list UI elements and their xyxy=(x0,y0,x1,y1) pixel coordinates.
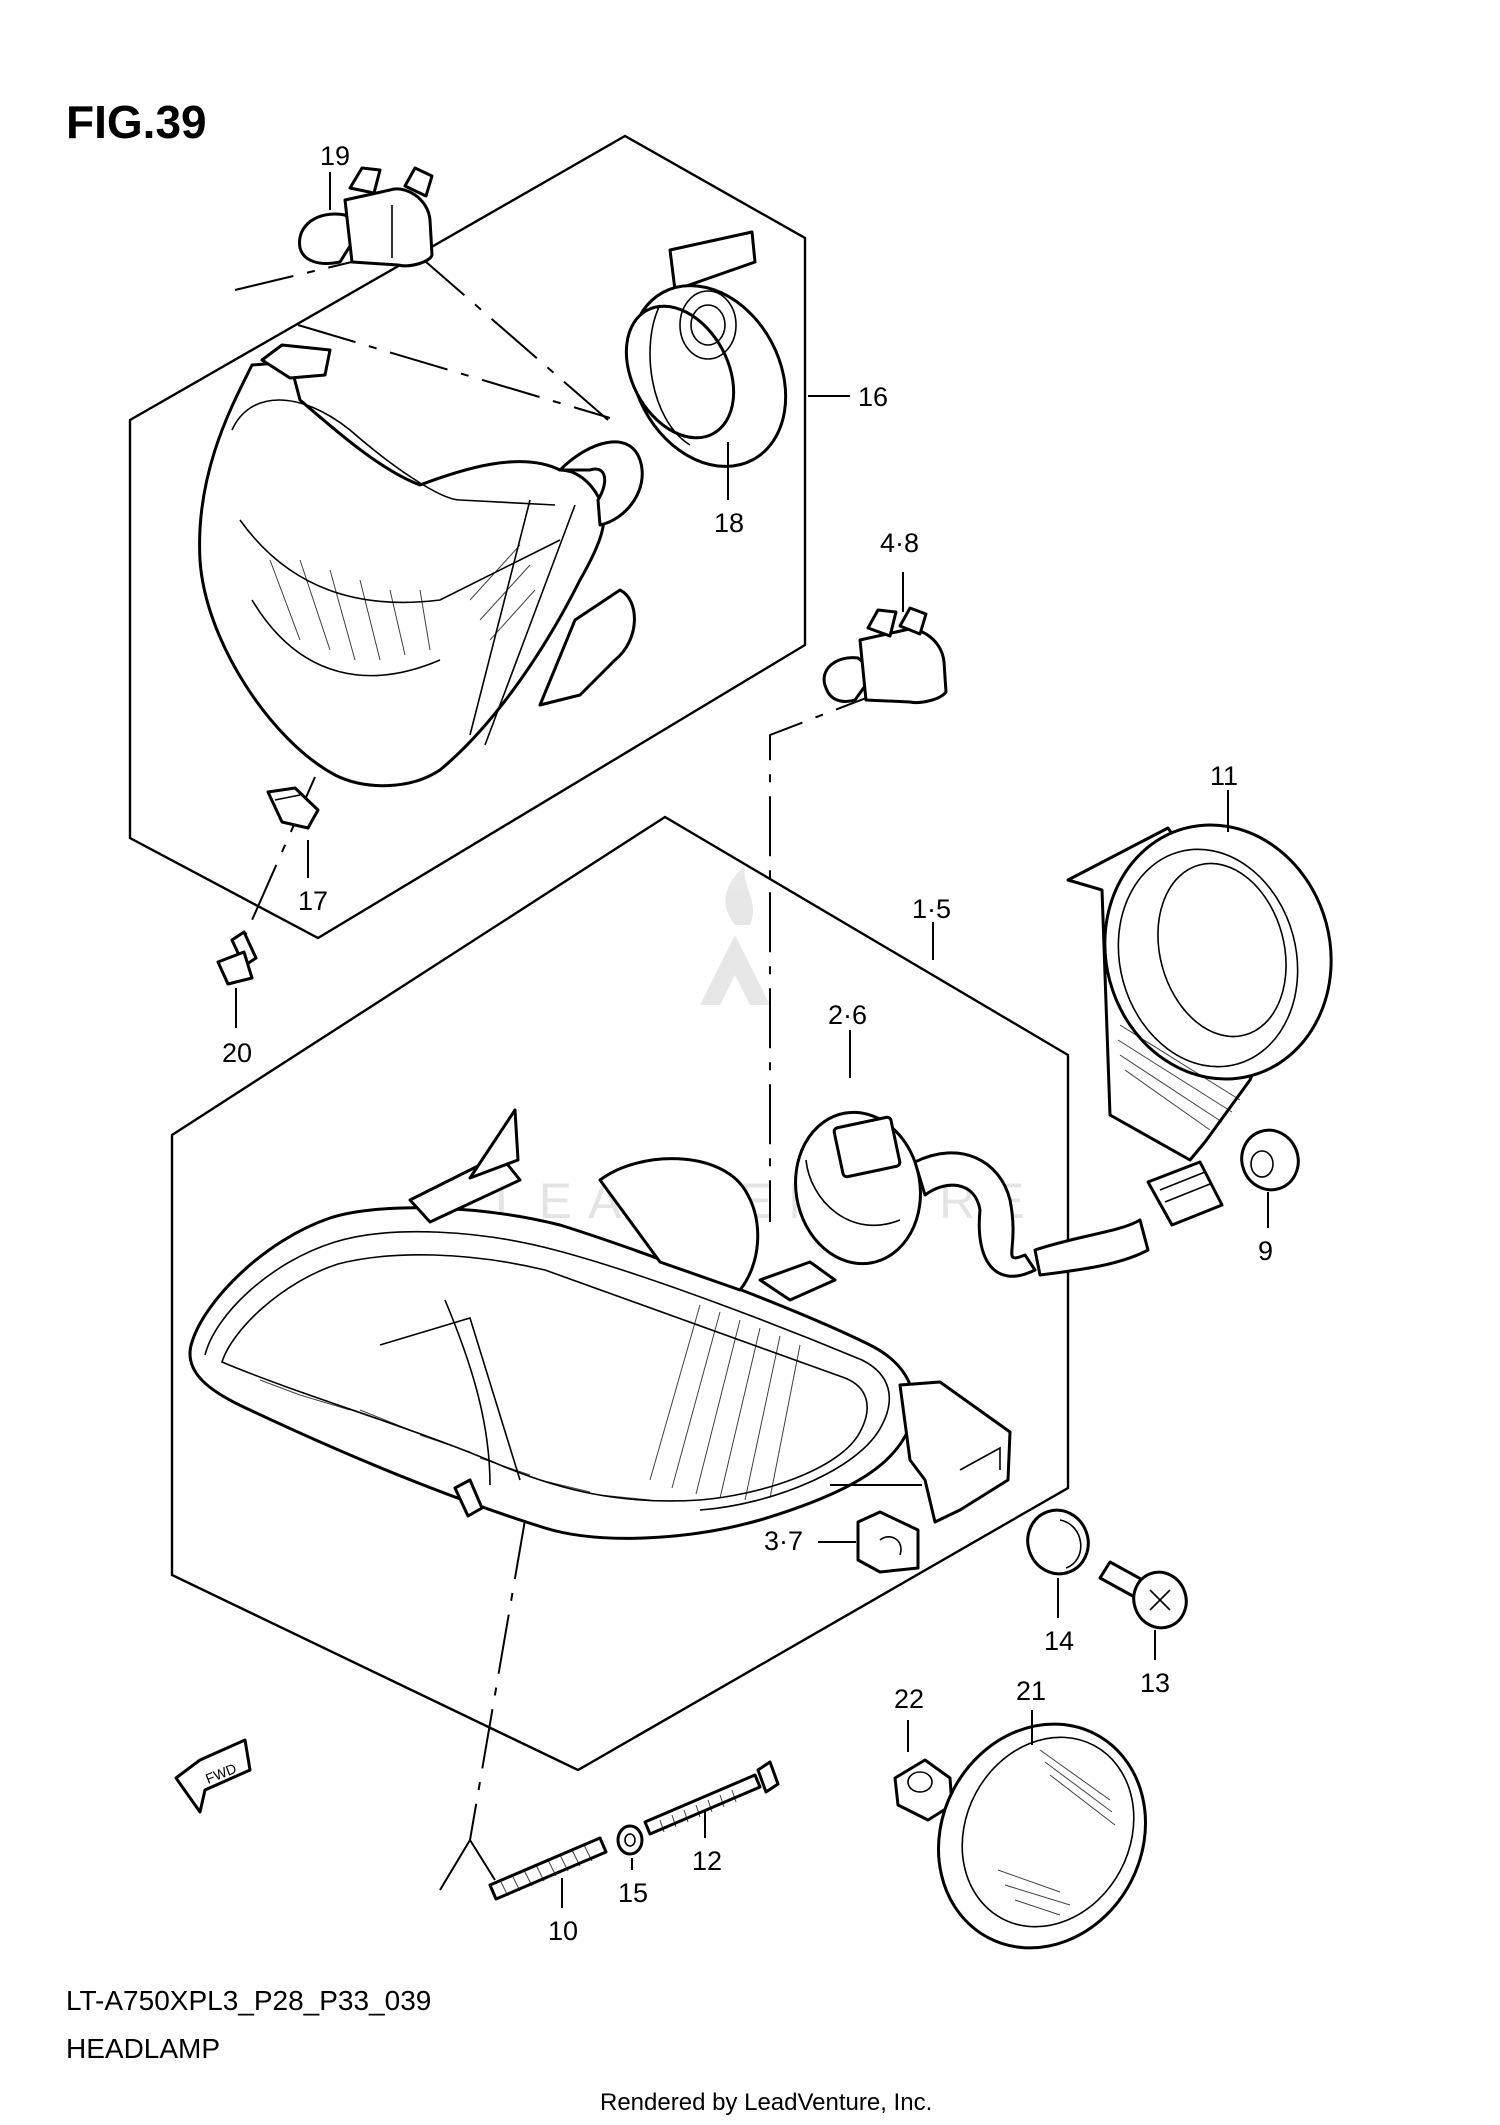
callout-21: 21 xyxy=(1016,1676,1046,1706)
bulb-housing-part-16 xyxy=(624,230,788,468)
grommet-part-14 xyxy=(1026,1508,1090,1576)
callout-4-8: 4·8 xyxy=(880,528,919,558)
upper-alignment-line-2 xyxy=(297,324,611,419)
washer-part-15 xyxy=(616,1824,644,1856)
bulb-upper-part-19 xyxy=(298,166,434,268)
render-credit: Rendered by LeadVenture, Inc. xyxy=(600,2089,932,2116)
callout-3-7: 3·7 xyxy=(764,1526,803,1556)
callout-14: 14 xyxy=(1044,1626,1074,1656)
clip-part-17 xyxy=(266,786,320,830)
socket-wire-part-2-6 xyxy=(794,1110,1224,1278)
adjuster-alignment-line xyxy=(469,1519,526,1841)
callout-22: 22 xyxy=(894,1684,924,1714)
lower-assembly-frame xyxy=(170,815,1070,1772)
screw-part-13 xyxy=(1098,1560,1188,1630)
watermark-logo xyxy=(700,865,770,1005)
callout-2-6: 2·6 xyxy=(828,1000,867,1030)
callout-15: 15 xyxy=(618,1878,648,1908)
bulb-lower-part-4-8 xyxy=(822,606,948,704)
callout-11: 11 xyxy=(1210,761,1238,791)
grommet-part-9 xyxy=(1240,1128,1300,1192)
socket-ring-part-11 xyxy=(1066,823,1333,1162)
upper-alignment-line-1 xyxy=(234,246,609,421)
spring-part-10 xyxy=(488,1836,608,1901)
callout-16: 16 xyxy=(858,382,888,412)
forward-direction-arrow: FWD xyxy=(174,1738,252,1814)
screw-part-20 xyxy=(216,930,258,986)
callout-1-5: 1·5 xyxy=(912,894,951,924)
callout-19: 19 xyxy=(320,141,350,171)
callout-20: 20 xyxy=(222,1038,252,1068)
callout-10: 10 xyxy=(548,1916,578,1946)
upper-headlamp-reflector xyxy=(198,343,644,788)
section-name: HEADLAMP xyxy=(66,2033,220,2064)
bulb-alignment-line xyxy=(769,687,893,1222)
lower-headlamp-lens xyxy=(188,1108,1012,1540)
figure-title: FIG.39 xyxy=(66,96,207,148)
callout-18: 18 xyxy=(714,508,744,538)
callout-9: 9 xyxy=(1258,1236,1273,1266)
callout-17: 17 xyxy=(298,886,328,916)
adjusting-screw-part-12 xyxy=(643,1760,780,1836)
callout-13: 13 xyxy=(1140,1668,1170,1698)
callout-12: 12 xyxy=(692,1846,722,1876)
upper-assembly-frame xyxy=(128,134,807,940)
reflector-part-21 xyxy=(937,1722,1147,1950)
model-code: LT-A750XPL3_P28_P33_039 xyxy=(66,1985,431,2016)
leader-spring-v xyxy=(439,1838,496,1891)
clip-part-3-7 xyxy=(856,1510,920,1574)
